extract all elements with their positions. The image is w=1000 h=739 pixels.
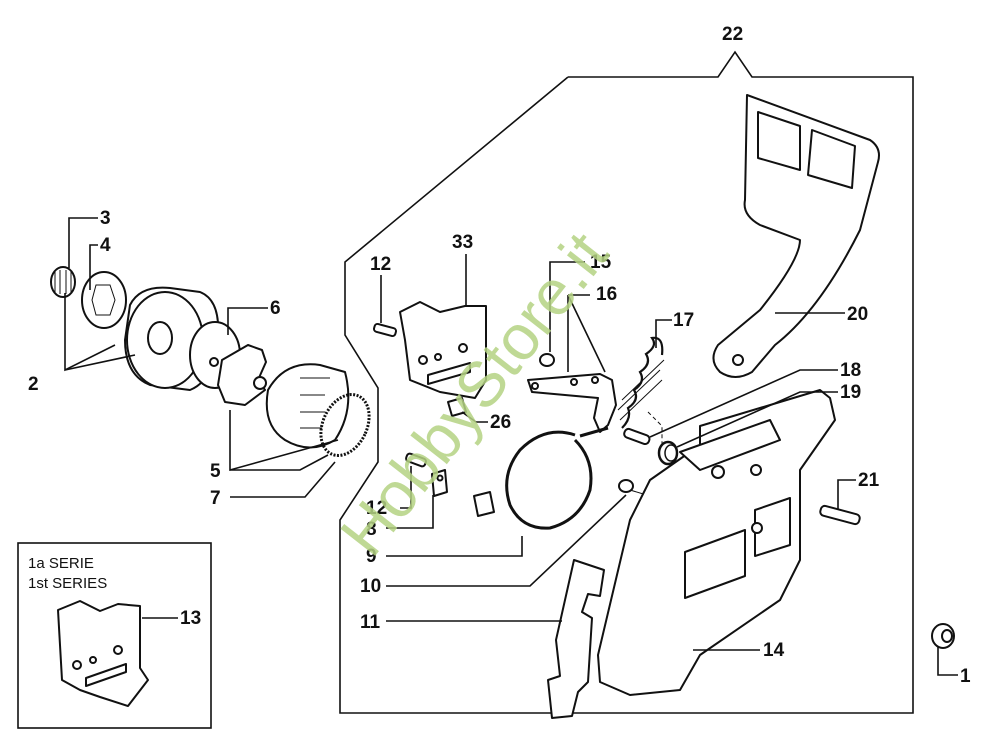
callout-11: 11 [360, 612, 381, 633]
clutch-spring-part-7 [319, 393, 371, 457]
callout-14: 14 [763, 640, 785, 661]
callout-12-top: 12 [370, 254, 391, 275]
chain-catcher-part-13 [57, 600, 149, 707]
callout-3: 3 [100, 208, 111, 229]
clip-part-26 [447, 397, 467, 417]
torsion-spring-part-19 [657, 440, 679, 466]
rim-sprocket-part-4 [81, 271, 127, 329]
callout-13: 13 [180, 608, 201, 629]
callout-20: 20 [847, 304, 868, 325]
callout-2: 2 [28, 374, 39, 395]
callout-16: 16 [596, 284, 617, 305]
inset-first-series: 1a SERIE 1st SERIES 13 [17, 542, 212, 729]
callout-10: 10 [360, 576, 381, 597]
inset-title-it: 1a SERIE [28, 555, 94, 572]
pin-part-18 [623, 427, 651, 446]
callout-15: 15 [590, 252, 612, 273]
clutch-hub-part-5 [217, 344, 267, 406]
callout-5: 5 [210, 461, 221, 482]
brake-spring-part-17 [617, 336, 665, 429]
callout-33: 33 [452, 232, 473, 253]
callout-1: 1 [960, 666, 971, 687]
hand-guard-part-20 [712, 94, 880, 378]
inset-title-en: 1st SERIES [28, 575, 107, 592]
clutch-shoes-part-5 [265, 363, 350, 449]
callout-22: 22 [722, 24, 743, 45]
screw-part-12-top [373, 322, 397, 338]
side-cover-part-14 [597, 389, 836, 696]
assembly-22-outline [339, 50, 914, 714]
callout-26: 26 [490, 412, 511, 433]
callout-18: 18 [840, 360, 861, 381]
callout-21: 21 [858, 470, 880, 491]
callout-6: 6 [270, 298, 281, 319]
brake-band-part-9 [473, 426, 609, 530]
callout-12-bottom: 12 [366, 498, 387, 519]
circlip-part-15 [539, 353, 555, 367]
callout-8: 8 [366, 519, 377, 540]
bolt-part-21 [819, 504, 861, 526]
callout-7: 7 [210, 488, 221, 509]
nut-part-1 [931, 623, 955, 649]
screw-part-12-bottom [405, 452, 427, 468]
needle-bearing-part-3 [50, 266, 76, 298]
brake-lever-part-16 [527, 373, 617, 433]
callout-4: 4 [100, 235, 111, 256]
chain-catcher-part-33 [399, 301, 487, 399]
plate-part-8 [431, 469, 448, 497]
guide-plate-part-11 [547, 559, 605, 719]
callout-9: 9 [366, 546, 377, 567]
callout-19: 19 [840, 382, 861, 403]
callout-17: 17 [673, 310, 694, 331]
